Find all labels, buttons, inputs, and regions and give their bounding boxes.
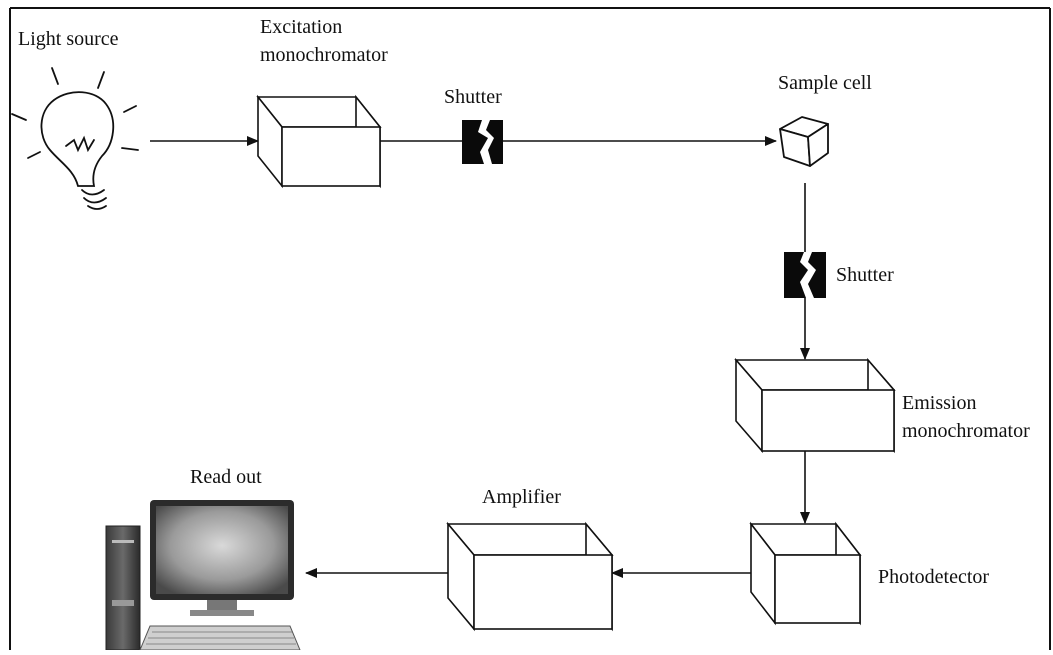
excitation-monochromator-box: [256, 94, 382, 189]
sample-cell-cube-icon: [779, 116, 829, 167]
excitation-monochromator-label-line2: monochromator: [260, 44, 388, 66]
excitation-monochromator-label-line1: Excitation: [260, 16, 343, 38]
emission-monochromator-label-line1: Emission: [902, 392, 977, 414]
photodetector-label: Photodetector: [878, 566, 990, 588]
shutter-icon: [784, 252, 826, 298]
photodetector-box: [749, 521, 862, 626]
computer-icon: [105, 500, 301, 651]
sample-cell-label: Sample cell: [778, 72, 872, 94]
amplifier-box: [446, 521, 614, 632]
light-bulb-icon: [11, 67, 139, 210]
emission-monochromator-box: [734, 357, 896, 454]
shutter-top-label: Shutter: [444, 86, 502, 108]
shutter-right-label: Shutter: [836, 264, 894, 286]
light-source-label: Light source: [18, 28, 119, 50]
amplifier-label: Amplifier: [482, 486, 561, 508]
read-out-label: Read out: [190, 466, 262, 488]
emission-monochromator-label-line2: monochromator: [902, 420, 1030, 442]
shutter-icon: [462, 120, 503, 164]
